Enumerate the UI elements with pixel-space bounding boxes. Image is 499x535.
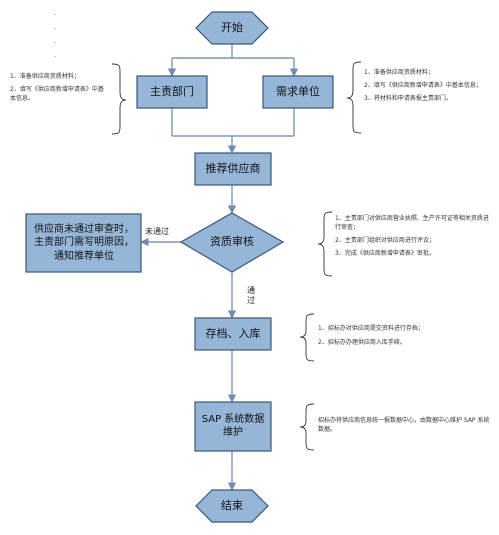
- dot-1: ·: [54, 11, 57, 19]
- right-demand-note-line-1: 1、准备供应商资质材料；: [364, 69, 434, 76]
- dot-4: ·: [54, 53, 57, 61]
- sap-node-label: SAP 系统数据维护: [201, 414, 265, 438]
- dot-2: ·: [54, 25, 57, 33]
- review-node-label: 资质审核: [210, 235, 254, 249]
- edge-label-passed: 通过: [247, 286, 255, 305]
- edge-label-not-passed: 未通过: [145, 227, 169, 236]
- right-demand-note-line-2: 2、填写《供应商新增申请表》中基本信息；: [364, 82, 482, 89]
- recommend-node-shape: [194, 152, 272, 186]
- dot-3: ·: [54, 39, 57, 47]
- fail-notice-node-label: 供应商未通过审查时，主责部门需写明原因，通知推荐单位: [34, 223, 134, 262]
- end-node-label: 结束: [221, 499, 243, 513]
- sap-note: 招标办将供应商信息统一报数据中心，由数据中心维护 SAP 系统数据。: [318, 416, 490, 434]
- review-bracket: [317, 211, 333, 277]
- demand-unit-node-label: 需求单位: [276, 85, 320, 99]
- nodes: [25, 11, 334, 523]
- end-node-shape: [195, 489, 269, 523]
- review-note-line-2: 2、主责部门组织对供应商进行评议；: [335, 237, 435, 244]
- archive-node-label: 存档、入库: [205, 327, 261, 341]
- sap-bracket: [299, 403, 315, 451]
- top-left-dots: · · · ·: [54, 8, 56, 64]
- brackets: [111, 61, 362, 451]
- sap-node-shape: [194, 401, 272, 452]
- left-dept-note-line-2: 2、填写《供应商新增申请表》中基本信息。: [10, 86, 104, 102]
- right-demand-note-line-3: 3、将材料和申请表报主责部门。: [364, 95, 452, 102]
- archive-note-line-1: 1、招标办对供应商提交资料进行存档；: [318, 325, 424, 332]
- review-note-line-3: 3、完成《供应商新增申请表》审批。: [335, 250, 435, 257]
- connectors: [140, 44, 299, 491]
- review-note: 1、主责部门对供应商营业执照、生产许可证等相关资质进行审查； 2、主责部门组织对…: [335, 214, 489, 258]
- recommend-node-label: 推荐供应商: [205, 162, 261, 176]
- review-node-shape: [179, 212, 285, 273]
- archive-bracket: [299, 313, 315, 362]
- dept-main-node-shape: [136, 75, 208, 109]
- dept-main-node-label: 主责部门: [150, 85, 194, 99]
- left-dept-note-line-1: 1、准备供应商资质材料；: [10, 73, 80, 80]
- fail-notice-node-shape: [25, 213, 142, 273]
- archive-note: 1、招标办对供应商提交资料进行存档； 2、招标办办理供应商入库手续。: [318, 324, 488, 347]
- archive-node-shape: [194, 317, 272, 351]
- left-dept-bracket: [111, 63, 127, 135]
- start-node-label: 开始: [221, 21, 243, 35]
- start-node-shape: [195, 11, 269, 45]
- right-demand-bracket: [346, 61, 362, 134]
- demand-unit-node-shape: [262, 75, 334, 109]
- left-dept-note: 1、准备供应商资质材料； 2、填写《供应商新增申请表》中基本信息。: [10, 72, 108, 103]
- sap-note-line-1: 招标办将供应商信息统一报数据中心，由数据中心维护 SAP 系统数据。: [318, 417, 490, 433]
- review-note-line-1: 1、主责部门对供应商营业执照、生产许可证等相关资质进行审查；: [335, 215, 489, 231]
- right-demand-note: 1、准备供应商资质材料； 2、填写《供应商新增申请表》中基本信息； 3、将材料和…: [364, 68, 484, 103]
- archive-note-line-2: 2、招标办办理供应商入库手续。: [318, 339, 406, 346]
